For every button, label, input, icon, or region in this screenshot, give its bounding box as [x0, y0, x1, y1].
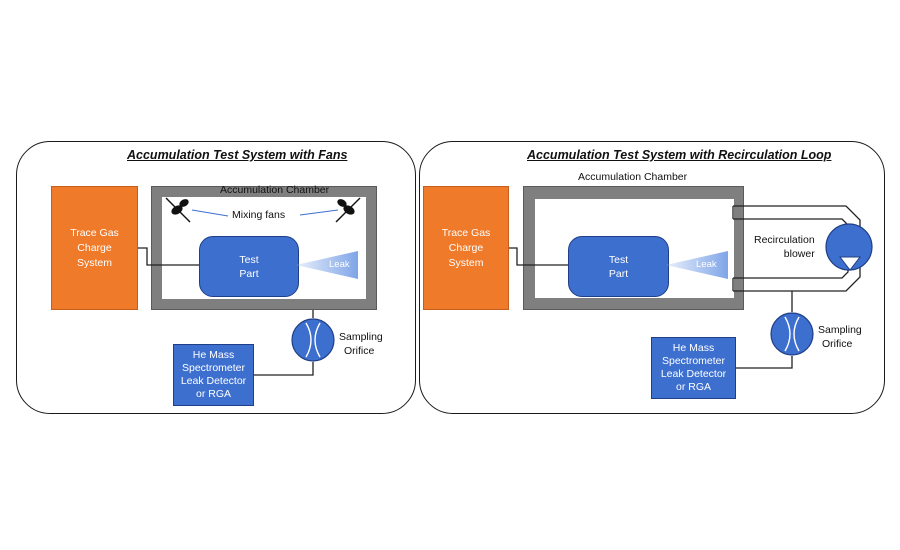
left-trace-gas-charge-system: Trace Gas Charge System	[51, 186, 138, 310]
left-sampling-line-1: Sampling	[339, 331, 383, 343]
left-sampling-line-2: Orifice	[344, 345, 375, 357]
right-chamber-label: Accumulation Chamber	[578, 171, 688, 183]
right-recirculation-blower-label: Recirculation blower	[754, 233, 815, 261]
right-sampling-line-2: Orifice	[822, 338, 853, 350]
left-test-part-line-2: Part	[239, 267, 259, 280]
right-charge-line	[509, 247, 568, 266]
left-detector-line-1: He Mass	[192, 349, 235, 361]
left-he-mass-spectrometer: He Mass Spectrometer Leak Detector or RG…	[173, 344, 254, 406]
right-detector-line-4: or RGA	[675, 381, 711, 393]
left-trace-gas-line-2: Charge	[77, 241, 112, 254]
right-trace-gas-line-1: Trace Gas	[441, 226, 491, 239]
left-detector-line-3: Leak Detector	[180, 375, 247, 387]
left-charge-line	[138, 247, 199, 266]
left-test-part: Test Part	[199, 236, 299, 297]
right-test-part-line-2: Part	[608, 267, 629, 280]
left-mixing-fan-2-icon	[335, 197, 361, 223]
right-panel-title: Accumulation Test System with Recirculat…	[527, 148, 832, 162]
left-sampling-orifice-icon	[291, 318, 335, 362]
left-mixing-fans-label: Mixing fans	[232, 209, 286, 221]
right-trace-gas-charge-system: Trace Gas Charge System	[423, 186, 509, 310]
left-test-part-line-1: Test	[239, 253, 259, 266]
left-leak-label: Leak	[329, 259, 350, 270]
left-panel-title: Accumulation Test System with Fans	[127, 148, 348, 162]
left-sample-line-lower	[254, 362, 314, 376]
right-trace-gas-line-2: Charge	[448, 241, 484, 254]
right-blower-line-2: blower	[783, 248, 815, 260]
left-chamber-label: Accumulation Chamber	[220, 184, 330, 196]
left-sampling-orifice-label: Sampling Orifice	[339, 330, 383, 358]
right-sampling-orifice-label: Sampling Orifice	[818, 323, 862, 351]
right-sample-line-lower	[736, 356, 793, 369]
right-leak-label: Leak	[696, 259, 717, 270]
right-sampling-orifice-icon	[770, 312, 814, 356]
left-detector-line-4: or RGA	[195, 388, 231, 400]
right-test-part: Test Part	[568, 236, 669, 297]
left-mixing-fan-1-icon	[165, 197, 191, 223]
right-test-part-line-1: Test	[608, 253, 629, 266]
left-trace-gas-line-3: System	[76, 256, 112, 269]
right-sampling-line-1: Sampling	[818, 324, 862, 336]
right-he-mass-spectrometer: He Mass Spectrometer Leak Detector or RG…	[651, 337, 736, 399]
right-detector-line-1: He Mass	[672, 342, 715, 354]
left-fan-pointer-left	[191, 209, 229, 217]
right-detector-line-3: Leak Detector	[660, 368, 727, 380]
left-detector-line-2: Spectrometer	[181, 362, 246, 374]
right-detector-line-2: Spectrometer	[661, 355, 726, 367]
left-fan-pointer-right	[299, 209, 339, 216]
left-trace-gas-line-1: Trace Gas	[70, 226, 119, 239]
right-blower-line-1: Recirculation	[754, 234, 815, 246]
right-trace-gas-line-3: System	[448, 256, 484, 269]
right-recirculation-blower-icon	[825, 223, 873, 271]
